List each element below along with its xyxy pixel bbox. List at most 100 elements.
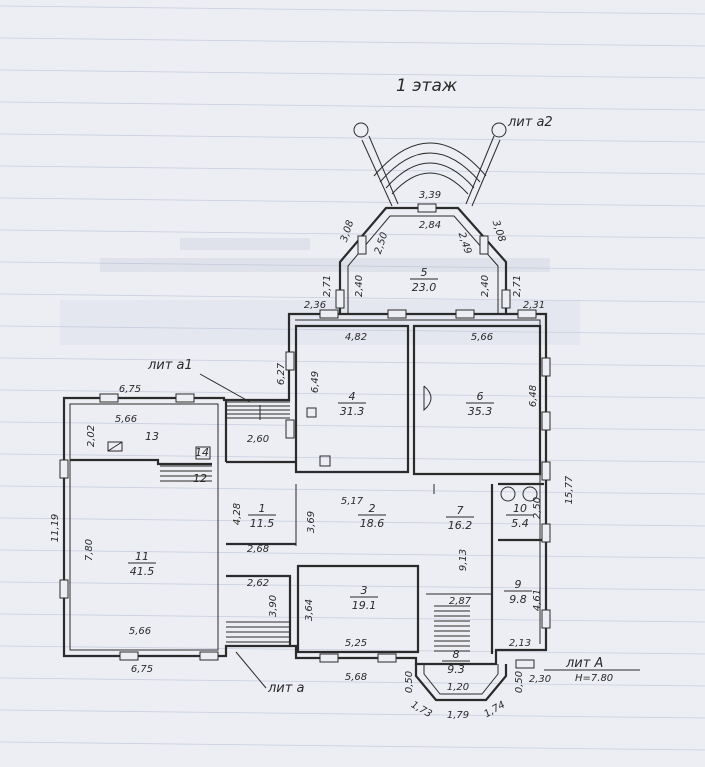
bottom-bay (414, 664, 508, 702)
stairs (160, 401, 470, 652)
dimension-d568: 5,68 (345, 672, 367, 683)
grid-line (0, 581, 705, 591)
dimension-d913: 9,13 (458, 549, 469, 571)
window (319, 653, 339, 663)
window (335, 289, 345, 309)
lit-a1-label: лит а1 (147, 358, 193, 373)
room-number-2: 2 (369, 502, 376, 515)
window (357, 235, 367, 255)
grid-line (0, 229, 705, 239)
fixtures (107, 385, 538, 502)
room-area-6: 35.3 (468, 405, 493, 418)
room-number-4: 4 (349, 390, 356, 403)
window (541, 411, 551, 431)
dimension-d202: 2,02 (86, 425, 97, 447)
grid-paper (0, 5, 705, 751)
room-number-11: 11 (135, 550, 149, 563)
room-number-6: 6 (477, 390, 484, 403)
window (99, 393, 119, 403)
dimension-d566top: 5,66 (471, 332, 493, 343)
grid-line (0, 613, 705, 623)
room-area-1: 11.5 (250, 517, 275, 530)
grid-line (0, 453, 705, 463)
room-number-14: 14 (195, 446, 209, 459)
grid-line (0, 293, 705, 303)
room-number-5: 5 (421, 266, 428, 279)
dimension-d428: 4,28 (232, 503, 243, 525)
dimension-d268: 2,68 (247, 544, 269, 555)
dimension-d675bot: 6,75 (131, 664, 153, 675)
room-number-12: 12 (193, 472, 207, 485)
dimension-d271a: 2,71 (322, 275, 333, 297)
dimension-d050a: 0,50 (404, 671, 415, 693)
grid-line (0, 69, 705, 79)
window (515, 659, 535, 669)
room-area-3: 19.1 (352, 599, 377, 612)
room-number-8: 8 (453, 648, 460, 661)
dimension-d566r13: 5,66 (115, 414, 137, 425)
window (455, 309, 475, 319)
grid-line (0, 37, 705, 47)
grid-line (0, 517, 705, 527)
room-number-10: 10 (513, 502, 527, 515)
window (175, 393, 195, 403)
dimension-d364: 3,64 (304, 599, 315, 621)
window (319, 309, 339, 319)
window (59, 579, 69, 599)
dimension-d231: 2,31 (523, 300, 545, 311)
dimension-d179: 1,79 (447, 710, 469, 721)
dimension-d369: 3,69 (306, 511, 317, 533)
dimension-d174: 1,74 (482, 700, 507, 721)
grid-line (0, 261, 705, 271)
dimension-d050b: 0,50 (514, 671, 525, 693)
grid-line (0, 645, 705, 655)
dimension-d240a: 2,40 (354, 275, 365, 297)
dimension-d339: 3,39 (419, 190, 441, 201)
room-area-7: 16.2 (448, 519, 473, 532)
grid-line (0, 421, 705, 431)
room-labels: 111.5218.6319.1431.3523.0635.3716.289.39… (128, 266, 534, 676)
dimension-d627: 6,27 (276, 362, 287, 385)
grid-line (0, 357, 705, 367)
window (541, 609, 551, 629)
window (517, 309, 537, 319)
dimension-d675top: 6,75 (119, 384, 141, 395)
window (479, 235, 489, 255)
window (285, 419, 295, 439)
dimension-d284: 2,84 (419, 220, 441, 231)
dimension-d649: 6,49 (310, 371, 321, 393)
dimension-d271b: 2,71 (512, 275, 523, 297)
dimension-d173: 1,73 (409, 700, 434, 721)
window (285, 351, 295, 371)
grid-line (0, 389, 705, 399)
window (199, 651, 219, 661)
window (377, 653, 397, 663)
lit-A-label: лит А (565, 656, 603, 671)
bleed-through-text (60, 238, 580, 345)
height-label: Н=7.80 (575, 673, 613, 684)
dimension-d1577: 15,77 (564, 475, 575, 504)
room-area-10: 5.4 (511, 517, 529, 530)
dimension-d260: 2,60 (247, 434, 269, 445)
dimension-d648: 6,48 (528, 385, 539, 407)
dimension-d1119: 11,19 (50, 514, 61, 543)
dimension-d308b: 3,08 (490, 219, 507, 244)
window (59, 459, 69, 479)
lit-a2-label: лит а2 (507, 115, 553, 130)
dimension-d120: 1,20 (447, 682, 469, 693)
grid-line (0, 5, 705, 15)
room-number-7: 7 (457, 504, 464, 517)
room-number-9: 9 (515, 578, 522, 591)
dimension-d250b: 2,50 (532, 497, 543, 519)
grid-line (0, 485, 705, 495)
walls (62, 312, 548, 666)
dimension-d482: 4,82 (345, 332, 367, 343)
grid-line (0, 165, 705, 175)
room-number-13: 13 (145, 430, 159, 443)
grid-line (0, 133, 705, 143)
dimension-d240b: 2,40 (480, 275, 491, 297)
dimension-d525: 5,25 (345, 638, 367, 649)
windows (59, 203, 551, 669)
